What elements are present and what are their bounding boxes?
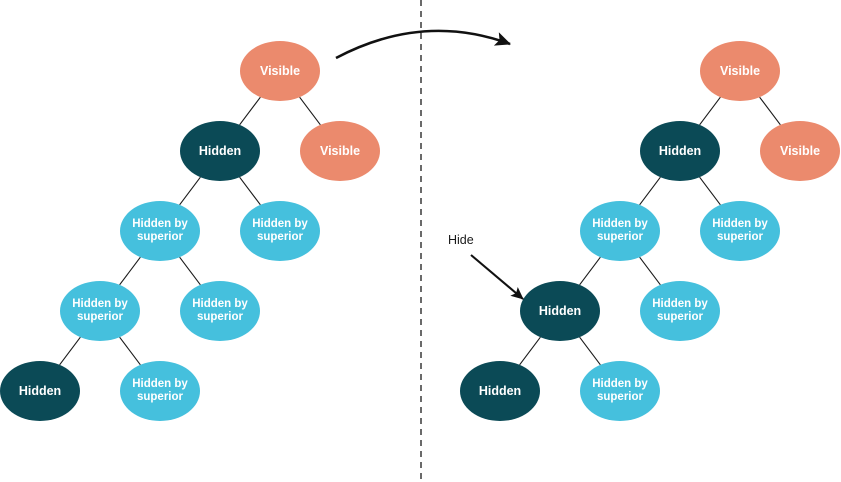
tree-edge <box>179 256 201 286</box>
tree-node-label: Hidden by superior <box>652 298 708 323</box>
tree-edge <box>239 176 261 206</box>
tree-node-label: Hidden by superior <box>72 298 128 323</box>
tree-node-hidden[interactable]: Hidden <box>460 361 540 421</box>
tree-node-label: Visible <box>779 144 821 158</box>
tree-edge <box>579 256 601 286</box>
tree-node-visible[interactable]: Visible <box>300 121 380 181</box>
tree-node-label: Hidden <box>538 304 582 318</box>
tree-edge <box>639 176 661 206</box>
tree-node-visible[interactable]: Visible <box>700 41 780 101</box>
tree-node-hidden-by-superior[interactable]: Hidden by superior <box>240 201 320 261</box>
tree-node-label: Hidden <box>18 384 62 398</box>
tree-node-hidden-by-superior[interactable]: Hidden by superior <box>120 361 200 421</box>
tree-node-hidden[interactable]: Hidden <box>0 361 80 421</box>
tree-node-label: Visible <box>319 144 361 158</box>
tree-node-visible[interactable]: Visible <box>760 121 840 181</box>
tree-edge <box>119 256 141 286</box>
tree-node-label: Hidden by superior <box>192 298 248 323</box>
tree-node-label: Hidden <box>198 144 242 158</box>
transition-arrow <box>335 29 511 60</box>
tree-node-label: Hidden by superior <box>712 218 768 243</box>
tree-edge <box>239 96 261 126</box>
tree-edge <box>179 176 201 206</box>
tree-node-hidden-by-superior[interactable]: Hidden by superior <box>580 361 660 421</box>
tree-node-label: Hidden <box>658 144 702 158</box>
hide-annotation-label: Hide <box>448 233 474 247</box>
tree-node-visible[interactable]: Visible <box>240 41 320 101</box>
tree-node-hidden[interactable]: Hidden <box>640 121 720 181</box>
tree-edge <box>519 336 541 366</box>
tree-edge <box>759 96 781 126</box>
tree-node-hidden-by-superior[interactable]: Hidden by superior <box>700 201 780 261</box>
tree-node-hidden[interactable]: Hidden <box>180 121 260 181</box>
tree-node-label: Visible <box>259 64 301 78</box>
tree-node-hidden-by-superior[interactable]: Hidden by superior <box>580 201 660 261</box>
tree-edge <box>579 336 601 366</box>
tree-node-label: Hidden <box>478 384 522 398</box>
tree-node-label: Hidden by superior <box>252 218 308 243</box>
tree-edge <box>699 176 721 206</box>
tree-node-hidden-by-superior[interactable]: Hidden by superior <box>120 201 200 261</box>
tree-edge <box>699 96 721 126</box>
tree-edge <box>639 256 661 286</box>
tree-node-label: Hidden by superior <box>592 378 648 403</box>
tree-node-hidden[interactable]: Hidden <box>520 281 600 341</box>
tree-node-hidden-by-superior[interactable]: Hidden by superior <box>640 281 720 341</box>
tree-edge <box>299 96 321 126</box>
tree-node-hidden-by-superior[interactable]: Hidden by superior <box>180 281 260 341</box>
tree-node-label: Hidden by superior <box>132 378 188 403</box>
tree-edge <box>59 336 81 366</box>
tree-node-label: Visible <box>719 64 761 78</box>
tree-node-hidden-by-superior[interactable]: Hidden by superior <box>60 281 140 341</box>
tree-node-label: Hidden by superior <box>132 218 188 243</box>
tree-edge <box>119 336 141 366</box>
tree-node-label: Hidden by superior <box>592 218 648 243</box>
hide-annotation-arrow <box>470 254 524 300</box>
